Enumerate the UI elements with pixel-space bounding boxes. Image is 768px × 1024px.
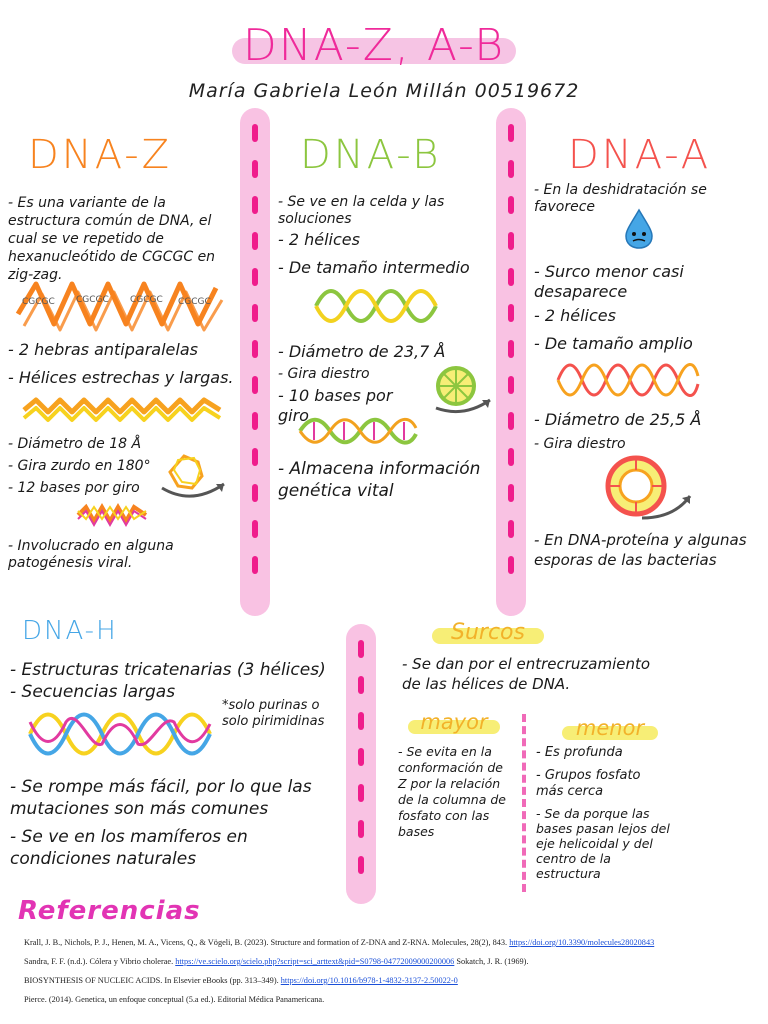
divider-right bbox=[496, 108, 526, 616]
dna-b-note-6: - 10 bases por giro bbox=[278, 386, 393, 425]
dna-b-helix-illustration bbox=[314, 289, 438, 323]
dna-a-note-6: - Gira diestro bbox=[534, 436, 626, 452]
menor-highlight bbox=[562, 726, 658, 740]
dna-z-rotation-illustration bbox=[161, 454, 225, 498]
dna-b-note-7: - Almacena información genética vital bbox=[278, 459, 481, 501]
dna-b-rotation-illustration bbox=[435, 366, 491, 414]
helix-label-3: CGCGC bbox=[130, 295, 163, 305]
menor-item-3: - Se da porque las bases pasan lejos del… bbox=[536, 806, 670, 881]
dna-h-note-4: - Se ve en los mamíferos en condiciones … bbox=[10, 827, 248, 869]
dna-b-note-1: - Se ve en la celda y las soluciones bbox=[278, 194, 445, 227]
dna-a-note-3: - 2 hélices bbox=[534, 306, 616, 325]
reference-1: Krall, J. B., Nichols, P. J., Henen, M. … bbox=[24, 938, 655, 947]
dna-z-helix-illustration: CGCGC CGCGC CGCGC CGCGC bbox=[15, 281, 224, 332]
dna-a-note-2: - Surco menor casi desaparece bbox=[534, 262, 684, 301]
divider-left bbox=[240, 108, 270, 616]
heading-dna-a: DNA-A bbox=[568, 132, 712, 178]
heading-dna-h: DNA-H bbox=[22, 616, 118, 646]
dna-h-note-2: - Secuencias largas bbox=[10, 682, 176, 702]
reference-2-link[interactable]: https://ve.scielo.org/scielo.php?script=… bbox=[175, 957, 455, 966]
dna-z-note-4: - Diámetro de 18 Å bbox=[8, 436, 142, 452]
reference-3: BIOSYNTHESIS OF NUCLEIC ACIDS. In Elsevi… bbox=[24, 976, 458, 985]
dna-a-helix-illustration bbox=[556, 363, 700, 397]
dna-z-note-5: - Gira zurdo en 180° bbox=[8, 458, 151, 474]
dna-a-note-1: - En la deshidratación se favorece bbox=[534, 182, 707, 215]
divider-bottom bbox=[346, 624, 376, 904]
dna-a-rotation-illustration bbox=[605, 455, 692, 520]
dna-b-note-2: - 2 hélices bbox=[278, 230, 360, 249]
dna-b-note-3: - De tamaño intermedio bbox=[278, 258, 470, 277]
references-heading: Referencias bbox=[18, 896, 201, 926]
mayor-text: - Se evita en la conformación de Z por l… bbox=[398, 744, 506, 839]
surcos-highlight bbox=[432, 628, 544, 644]
page-title: DNA-Z, A-B bbox=[242, 20, 506, 71]
dna-z-note-3: - Hélices estrechas y largas. bbox=[8, 368, 234, 387]
menor-item-1: - Es profunda bbox=[536, 745, 623, 760]
helix-label-2: CGCGC bbox=[76, 295, 109, 305]
dna-h-note-3: - Se rompe más fácil, por lo que las mut… bbox=[10, 777, 312, 819]
heading-surcos: Surcos bbox=[451, 620, 525, 645]
dna-b-note-5: - Gira diestro bbox=[278, 366, 370, 382]
reference-3-link[interactable]: https://doi.org/10.1016/b978-1-4832-3137… bbox=[280, 976, 458, 985]
mayor-highlight bbox=[408, 720, 500, 734]
dna-z-note-1: - Es una variante de la estructura común… bbox=[8, 195, 216, 283]
menor-item-2: - Grupos fosfato más cerca bbox=[536, 768, 641, 799]
dna-a-note-5: - Diámetro de 25,5 Å bbox=[534, 410, 702, 429]
heading-mayor: mayor bbox=[420, 710, 488, 734]
heading-menor: menor bbox=[575, 716, 645, 740]
reference-1-link[interactable]: https://doi.org/10.3390/molecules2802084… bbox=[509, 938, 655, 947]
helix-label-1: CGCGC bbox=[22, 297, 55, 307]
dna-z-note-7: - Involucrado en alguna patogénesis vira… bbox=[8, 538, 174, 571]
dna-z-bases-illustration bbox=[76, 502, 148, 528]
dna-b-note-4: - Diámetro de 23,7 Å bbox=[278, 342, 446, 361]
dna-h-footnote: *solo purinas o solo pirimidinas bbox=[222, 698, 325, 729]
title-highlight bbox=[232, 38, 516, 64]
heading-dna-z: DNA-Z bbox=[28, 132, 173, 178]
dna-z-double-strand-illustration bbox=[22, 397, 222, 422]
dna-z-note-6: - 12 bases por giro bbox=[8, 480, 140, 496]
dna-a-note-4: - De tamaño amplio bbox=[534, 334, 693, 353]
heading-dna-b: DNA-B bbox=[300, 132, 442, 178]
reference-4: Pierce. (2014). Genetica, un enfoque con… bbox=[24, 995, 325, 1004]
dna-z-note-2: - 2 hebras antiparalelas bbox=[8, 340, 198, 359]
water-drop-icon bbox=[625, 208, 653, 249]
surcos-intro: - Se dan por el entrecruzamiento de las … bbox=[402, 655, 651, 693]
divider-surcos bbox=[522, 714, 528, 892]
dna-h-triple-helix-illustration bbox=[28, 712, 212, 756]
dna-b-bases-illustration bbox=[298, 417, 418, 445]
author-line: María Gabriela León Millán 00519672 bbox=[188, 80, 580, 102]
helix-label-4: CGCGC bbox=[178, 297, 211, 307]
dna-h-note-1: - Estructuras tricatenarias (3 hélices) bbox=[10, 660, 326, 680]
reference-2: Sandra, F. F. (n.d.). Cólera y Vibrio ch… bbox=[24, 957, 529, 966]
dna-a-note-7: - En DNA-proteína y algunas esporas de l… bbox=[534, 531, 747, 569]
